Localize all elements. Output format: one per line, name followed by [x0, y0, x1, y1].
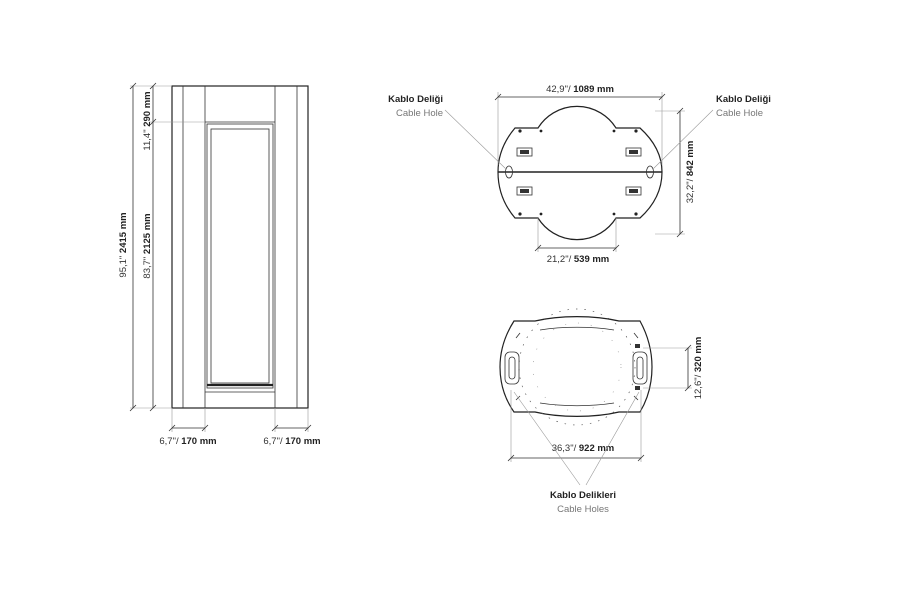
cable-hole-right-tr: Kablo Deliği — [716, 94, 771, 105]
side-slot — [504, 351, 648, 385]
bottom-plan-outline — [499, 316, 653, 417]
cable-holes-en: Cable Holes — [557, 504, 609, 515]
door-frame — [206, 123, 274, 389]
top-inner-width-label: 21,2"/ 539 mm — [547, 254, 610, 265]
right-side-width-label: 6,7"/ 170 mm — [263, 436, 320, 447]
left-side-width-label: 6,7"/ 170 mm — [159, 436, 216, 447]
cable-hole-left-tr: Kablo Deliği — [388, 94, 443, 105]
bottom-plan-view: 12,6"/ 320 mm 36,3"/ 922 mm Kablo Delikl… — [499, 308, 704, 515]
cable-hole-left-en: Cable Hole — [396, 108, 443, 119]
cable-hole-right-en: Cable Hole — [716, 108, 763, 119]
bottom-width-label: 36,3"/ 922 mm — [552, 443, 615, 454]
top-width-label: 42,9"/ 1089 mm — [546, 84, 614, 95]
door-height-label: 83,7" 2125 mm — [142, 213, 153, 278]
cable-hole-icon — [646, 165, 654, 179]
top-depth-label: 32,2"/ 842 mm — [685, 141, 696, 204]
cable-hole-icon — [505, 165, 513, 179]
total-height-label: 95,1" 2415 mm — [118, 212, 129, 277]
front-elevation: 95,1" 2415 mm 83,7" 2125 mm 11,4" 290 mm… — [118, 82, 321, 447]
door-glass — [210, 128, 270, 384]
top-height-label: 11,4" 290 mm — [142, 91, 153, 150]
mounting-bracket — [516, 147, 642, 196]
cabinet-outline — [171, 85, 309, 409]
top-plan-outline — [497, 105, 663, 241]
hole-spacing-label: 12,6"/ 320 mm — [693, 337, 704, 400]
cable-holes-tr: Kablo Delikleri — [550, 490, 616, 501]
top-plan-view: 42,9"/ 1089 mm 32,2"/ 842 mm 21,2"/ 539 … — [388, 84, 771, 265]
